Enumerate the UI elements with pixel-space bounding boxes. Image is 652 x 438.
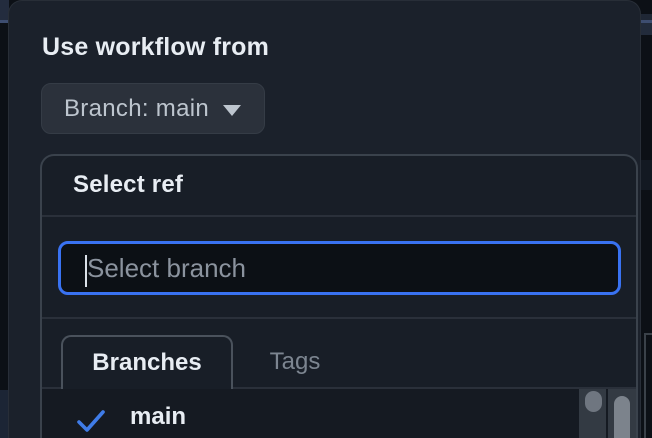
tab-branches[interactable]: Branches [61,335,233,389]
page-behind-fragment [641,20,652,23]
list-item-main[interactable]: main [42,389,577,438]
branch-selector-label: Branch: main [64,94,209,122]
caret-down-icon [223,104,241,116]
header-divider [42,215,636,217]
ref-filter-input[interactable] [58,241,621,295]
tab-tags[interactable]: Tags [240,341,350,383]
page-behind-fragment [0,0,9,20]
page-behind-fragment [0,20,9,23]
ref-menu-title: Select ref [73,171,184,198]
tabbar-divider [233,387,636,389]
page-behind-fragment [641,160,652,190]
check-icon [77,410,105,437]
tab-tags-label: Tags [269,348,321,375]
panel-scrollbar-thumb[interactable] [614,396,630,438]
list-scrollbar-thumb[interactable] [585,391,602,412]
page-behind-fragment [0,390,9,438]
page-behind-fragment [641,14,652,20]
filter-divider [42,317,636,319]
dialog-heading: Use workflow from [42,33,270,61]
ref-list: main [42,389,636,438]
text-cursor [85,255,87,287]
page-behind-fragment [644,333,652,335]
tab-branches-label: Branches [92,349,202,376]
page-behind-fragment [641,23,652,35]
page-behind-fragment [644,333,646,438]
tabbar-divider [42,387,61,389]
list-item-label: main [130,403,187,430]
branch-selector-button[interactable]: Branch: main [41,83,265,134]
